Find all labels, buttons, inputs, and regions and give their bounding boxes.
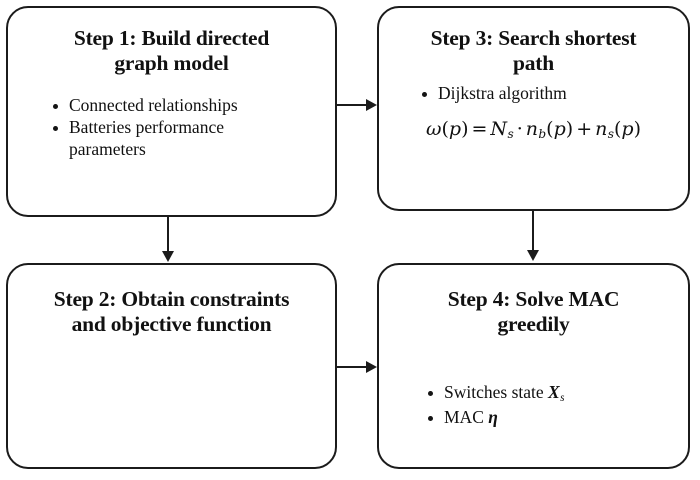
list-item-continuation: parameters: [52, 139, 335, 160]
node-step-4-bullet-2-label: MAC: [444, 406, 484, 427]
node-step-1-title: Step 1: Build directed graph model: [8, 26, 335, 77]
formula-p-2: p: [553, 118, 566, 140]
formula-equals: =: [471, 118, 488, 140]
node-step-2-title-line-1: Step 2: Obtain constraints: [53, 287, 290, 311]
node-step-1-title-line-1: Step 1: Build directed: [73, 26, 270, 50]
formula-p-3: p: [621, 118, 634, 140]
formula-paren-open-2: (: [546, 118, 554, 140]
node-step-4-bullet-1-label: Switches state: [444, 381, 544, 402]
node-step-4-title: Step 4: Solve MAC greedily: [379, 287, 688, 338]
edge-step1-to-step3: [337, 104, 369, 107]
node-step-1-title-line-2: graph model: [114, 51, 229, 76]
node-step-4-bullet-1-subscript: s: [560, 391, 565, 404]
list-item: Switches state Xs: [427, 382, 688, 406]
node-step-3-title: Step 3: Search shortest path: [379, 26, 688, 77]
edge-step2-to-step4: [337, 366, 369, 369]
arrowhead-step2-to-step4-icon: [366, 360, 377, 373]
formula-paren-open: (: [441, 118, 449, 140]
edge-step3-to-step4: [532, 211, 535, 252]
node-step-1-bullet-list: Connected relationships Batteries perfor…: [52, 95, 335, 161]
node-step-2[interactable]: Step 2: Obtain constraints and objective…: [6, 263, 337, 469]
node-step-2-title-line-2: and objective function: [71, 312, 272, 337]
node-step-1[interactable]: Step 1: Build directed graph model Conne…: [6, 6, 337, 217]
formula-omega-symbol: ω: [425, 118, 442, 140]
list-item: Dijkstra algorithm: [421, 83, 688, 104]
formula-n-s: n: [595, 118, 608, 140]
node-step-3-title-line-2: path: [512, 51, 555, 76]
node-step-4-title-line-2: greedily: [497, 312, 570, 337]
node-step-4-bullet-2-symbol: η: [488, 406, 498, 427]
formula-plus: +: [576, 118, 593, 140]
formula-N-sub: s: [507, 127, 514, 142]
node-step-4-bullet-1-symbol: X: [548, 381, 560, 402]
formula-n-b: n: [525, 118, 538, 140]
node-step-1-bullet-2-continuation: parameters: [69, 139, 146, 160]
arrowhead-step1-to-step2-icon: [161, 251, 174, 262]
list-item: Connected relationships: [52, 95, 335, 116]
node-step-3[interactable]: Step 3: Search shortest path ω(p)=Ns·nb(…: [377, 6, 690, 211]
formula-paren-open-3: (: [614, 118, 622, 140]
arrowhead-step1-to-step3-icon: [366, 98, 377, 111]
node-step-1-bullet-1: Connected relationships: [69, 94, 238, 115]
node-step-4-bullet-list: Switches state Xs MAC η: [427, 382, 688, 428]
edge-step1-to-step2: [167, 217, 170, 253]
formula-p-1: p: [448, 118, 462, 140]
formula-N: N: [490, 118, 508, 140]
arrowhead-step3-to-step4-icon: [526, 250, 539, 261]
formula-paren-close-3: ): [633, 118, 642, 140]
node-step-1-bullet-2: Batteries performance: [69, 117, 224, 138]
list-item: MAC η: [427, 407, 688, 428]
node-step-3-title-line-1: Step 3: Search shortest: [430, 26, 637, 50]
list-item: Batteries performance: [52, 117, 335, 138]
formula-paren-close-2: ): [565, 118, 574, 140]
node-step-3-bullet-1: Dijkstra algorithm: [438, 82, 567, 103]
node-step-3-formula: ω(p)=Ns·nb(p)+ns(p): [379, 118, 688, 141]
node-step-4[interactable]: Step 4: Solve MAC greedily Switches stat…: [377, 263, 690, 469]
node-step-4-title-line-1: Step 4: Solve MAC: [447, 287, 620, 311]
node-step-2-title: Step 2: Obtain constraints and objective…: [8, 287, 335, 338]
formula-paren-close: ): [461, 118, 469, 140]
formula-dot: ·: [516, 118, 523, 140]
formula-n-b-sub: b: [538, 127, 547, 142]
node-step-3-bullet-list: Dijkstra algorithm: [421, 83, 688, 104]
formula-n-s-sub: s: [607, 127, 614, 142]
